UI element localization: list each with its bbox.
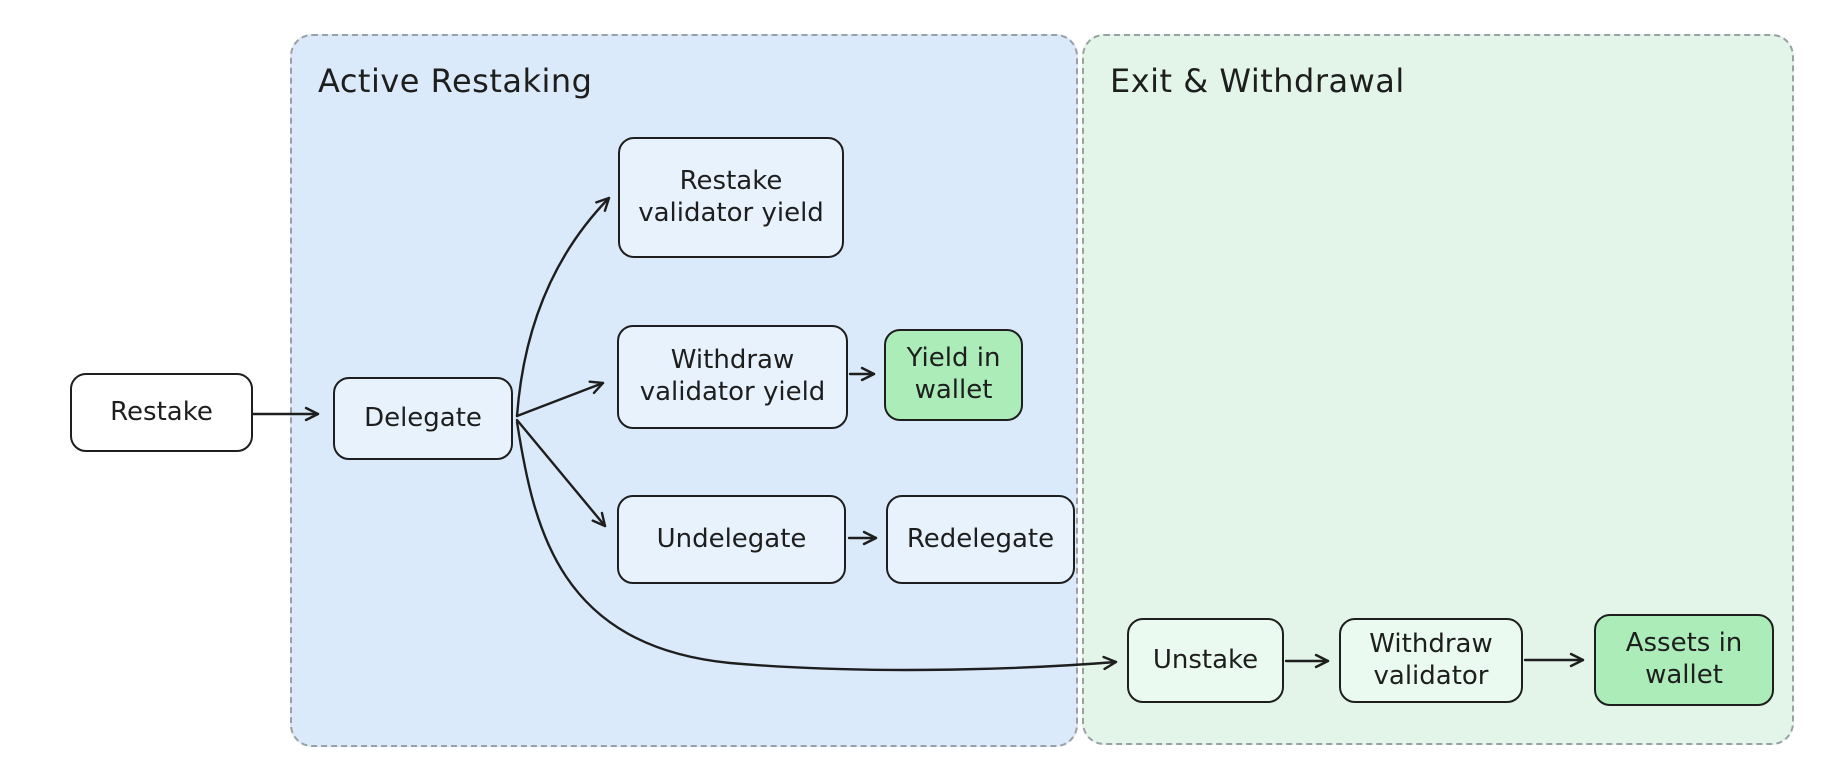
node-restake-label: Restake [110,396,213,427]
node-undelegate-label: Undelegate [656,523,807,554]
node-redelegate-label: Redelegate [906,523,1055,554]
node-restake-validator-yield: Restake validator yield [618,137,844,258]
node-undelegate: Undelegate [617,495,846,584]
node-assets-in-wallet: Assets in wallet [1594,614,1774,706]
node-withdraw-validator-yield: Withdraw validator yield [617,325,848,429]
node-assets-in-wallet-label: Assets in wallet [1625,628,1743,690]
node-delegate: Delegate [333,377,513,460]
node-yield-in-wallet: Yield in wallet [884,329,1023,421]
node-yield-in-wallet-label: Yield in wallet [906,343,1001,405]
region-exit-withdrawal-label: Exit & Withdrawal [1110,62,1405,100]
node-withdraw-validator-yield-label: Withdraw validator yield [639,345,826,407]
node-restake: Restake [70,373,253,452]
node-unstake: Unstake [1127,618,1284,703]
region-active-restaking-label: Active Restaking [318,62,593,100]
node-withdraw-validator: Withdraw validator [1339,618,1523,703]
node-unstake-label: Unstake [1152,644,1259,675]
node-delegate-label: Delegate [364,402,482,433]
node-withdraw-validator-label: Withdraw validator [1369,628,1493,691]
node-restake-validator-yield-label: Restake validator yield [638,165,824,228]
node-redelegate: Redelegate [886,495,1075,584]
